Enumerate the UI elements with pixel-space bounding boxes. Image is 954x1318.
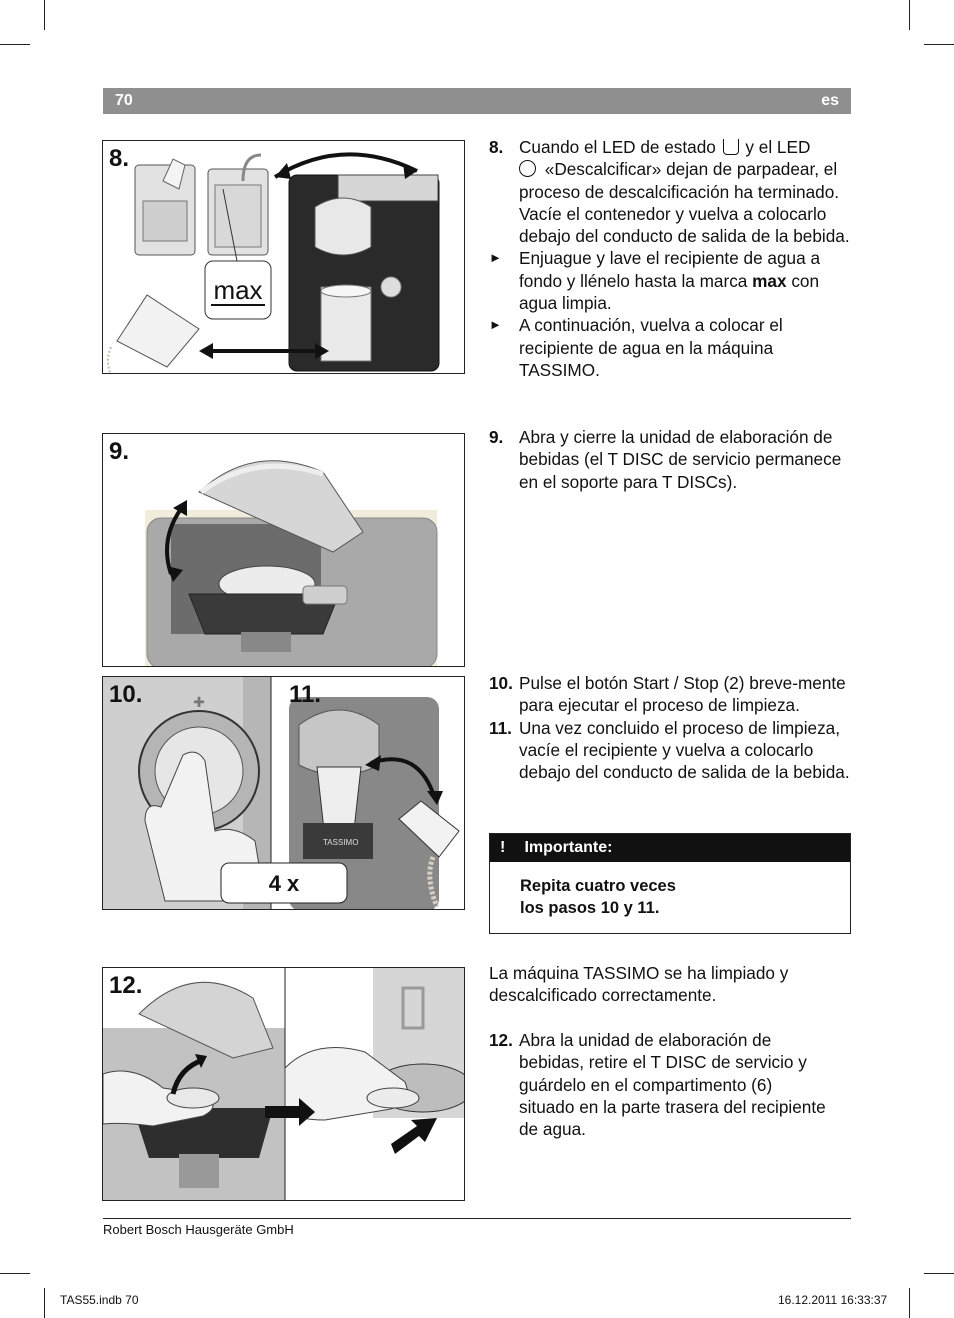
bullet-item: ► A continuación, vuelva a colocar el re… — [489, 315, 783, 380]
step-8-line-a: Cuando el LED de estado — [519, 137, 716, 157]
important-title: Importante: — [524, 839, 613, 856]
step-number: 9. — [489, 427, 504, 447]
crop-mark — [909, 1288, 910, 1318]
crop-mark — [44, 1288, 45, 1318]
page-number: 70 — [115, 92, 133, 109]
figure-9: 9. — [102, 433, 465, 667]
step-8-text: 8. Cuando el LED de estado y el LED «Des… — [489, 136, 853, 381]
crop-mark — [924, 44, 954, 45]
arrow-icon: ► — [489, 250, 502, 266]
arrow-icon: ► — [489, 317, 502, 333]
step-number: 11. — [489, 717, 512, 738]
figure-10-11-illustration: ✚ TASSIMO 4 x — [103, 677, 464, 909]
figure-number: 8. — [109, 145, 130, 172]
crop-mark — [909, 0, 910, 30]
step-12-text: 12. Abra la unidad de elaboración de beb… — [489, 1029, 829, 1140]
crop-mark — [924, 1273, 954, 1274]
figure-number: 10. — [109, 681, 143, 708]
step-11: 11. Una vez concluido el proceso de limp… — [489, 717, 850, 783]
crop-mark — [0, 1273, 30, 1274]
crop-mark — [0, 44, 30, 45]
figure-12: 12. — [102, 967, 465, 1201]
page-header: 70 es — [103, 88, 851, 114]
max-label: max — [213, 275, 262, 305]
figure-number: 12. — [109, 972, 143, 999]
max-term: max — [752, 270, 787, 291]
step-number: 8. — [489, 137, 504, 157]
bullet-item: ► Enjuague y lave el recipiente de agua … — [489, 248, 820, 314]
language-code: es — [821, 92, 839, 109]
repeat-count: 4 x — [269, 871, 300, 896]
figure-8: 8. max — [102, 140, 465, 374]
crop-mark — [44, 0, 45, 30]
important-body: Repita cuatro veces los pasos 10 y 11. — [520, 877, 676, 917]
important-box: ! Importante: Repita cuatro veces los pa… — [489, 833, 851, 934]
step-10: 10. Pulse el botón Start / Stop (2) brev… — [489, 673, 846, 716]
important-header: ! Importante: — [490, 834, 850, 862]
cup-icon — [722, 139, 739, 155]
footer-rule — [103, 1218, 851, 1219]
summary-text: La máquina TASSIMO se ha limpiado y desc… — [489, 963, 789, 1006]
step-number: 10. — [489, 673, 513, 693]
descale-icon — [519, 160, 536, 178]
step-8-line-b: y el LED — [745, 137, 811, 157]
step-8: 8. Cuando el LED de estado y el LED «Des… — [489, 136, 853, 247]
step-number: 12. — [489, 1030, 513, 1050]
step-10-11-text: 10. Pulse el botón Start / Stop (2) brev… — [489, 672, 853, 783]
slug-file: TAS55.indb 70 — [60, 1293, 139, 1307]
figure-9-illustration — [145, 460, 438, 666]
svg-text:✚: ✚ — [193, 695, 205, 711]
step-9-text: 9. Abra y cierre la unidad de elaboració… — [489, 426, 844, 493]
step-8-rest: «Descalcificar» dejan de parpadear, el p… — [519, 159, 850, 247]
figure-10-11: 10. 11. ✚ TASSIMO 4 x — [102, 676, 465, 910]
slug-date: 16.12.2011 16:33:37 — [778, 1293, 888, 1307]
step-12: 12. Abra la unidad de elaboración de beb… — [489, 1030, 826, 1140]
figure-12-illustration — [103, 968, 464, 1200]
step-9: 9. Abra y cierre la unidad de elaboració… — [489, 427, 842, 492]
figure-8-illustration: max — [107, 152, 440, 373]
figure-number: 11. — [289, 681, 322, 708]
footer-company: Robert Bosch Hausgeräte GmbH — [103, 1222, 294, 1237]
warning-icon: ! — [500, 839, 506, 856]
brand-label: TASSIMO — [323, 838, 358, 847]
figure-number: 9. — [109, 438, 130, 465]
